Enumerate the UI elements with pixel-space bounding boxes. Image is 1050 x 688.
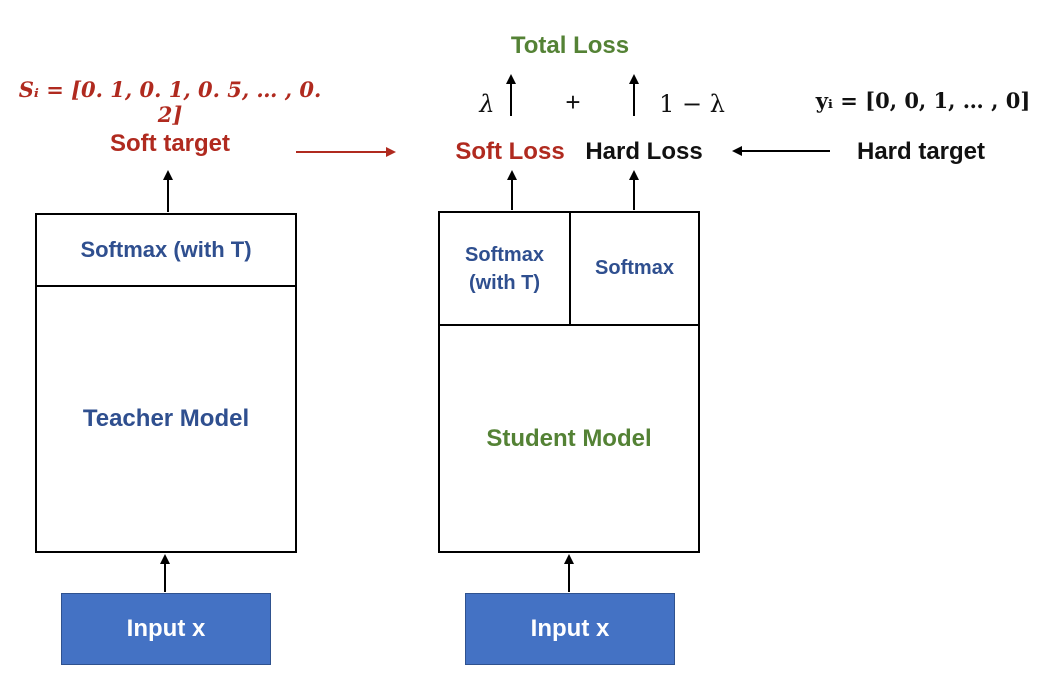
one-minus-lambda-weight: 1 − λ (659, 90, 725, 118)
student-softmax-divider (438, 324, 700, 326)
teacher-model-box (35, 213, 297, 553)
hard-target-formula: yᵢ = [0, 0, 1, … , 0] (815, 87, 1031, 113)
student-softmax-label: Softmax (595, 257, 674, 279)
plus-sign: + (565, 86, 581, 117)
teacher-softmax-divider (35, 285, 297, 287)
total-loss-label: Total Loss (510, 32, 630, 59)
teacher-softmax-label: Softmax (with T) (80, 237, 252, 262)
soft-loss-label: Soft Loss (455, 138, 565, 165)
soft-target-label: Soft target (110, 130, 230, 157)
teacher-input-box: Input x (61, 593, 271, 665)
student-input-box: Input x (465, 593, 675, 665)
hard-loss-label: Hard Loss (585, 138, 703, 165)
hard-target-label: Hard target (856, 138, 986, 165)
student-softmax-split (569, 211, 571, 325)
student-softmax-t-line2: (with T) (468, 271, 541, 294)
student-softmax-t-line1: Softmax (465, 243, 544, 266)
lambda-weight: λ (479, 90, 495, 118)
teacher-model-label: Teacher Model (82, 405, 250, 432)
student-softmax-t-label: Softmax (with T) (440, 213, 569, 324)
student-model-label: Student Model (486, 424, 652, 452)
